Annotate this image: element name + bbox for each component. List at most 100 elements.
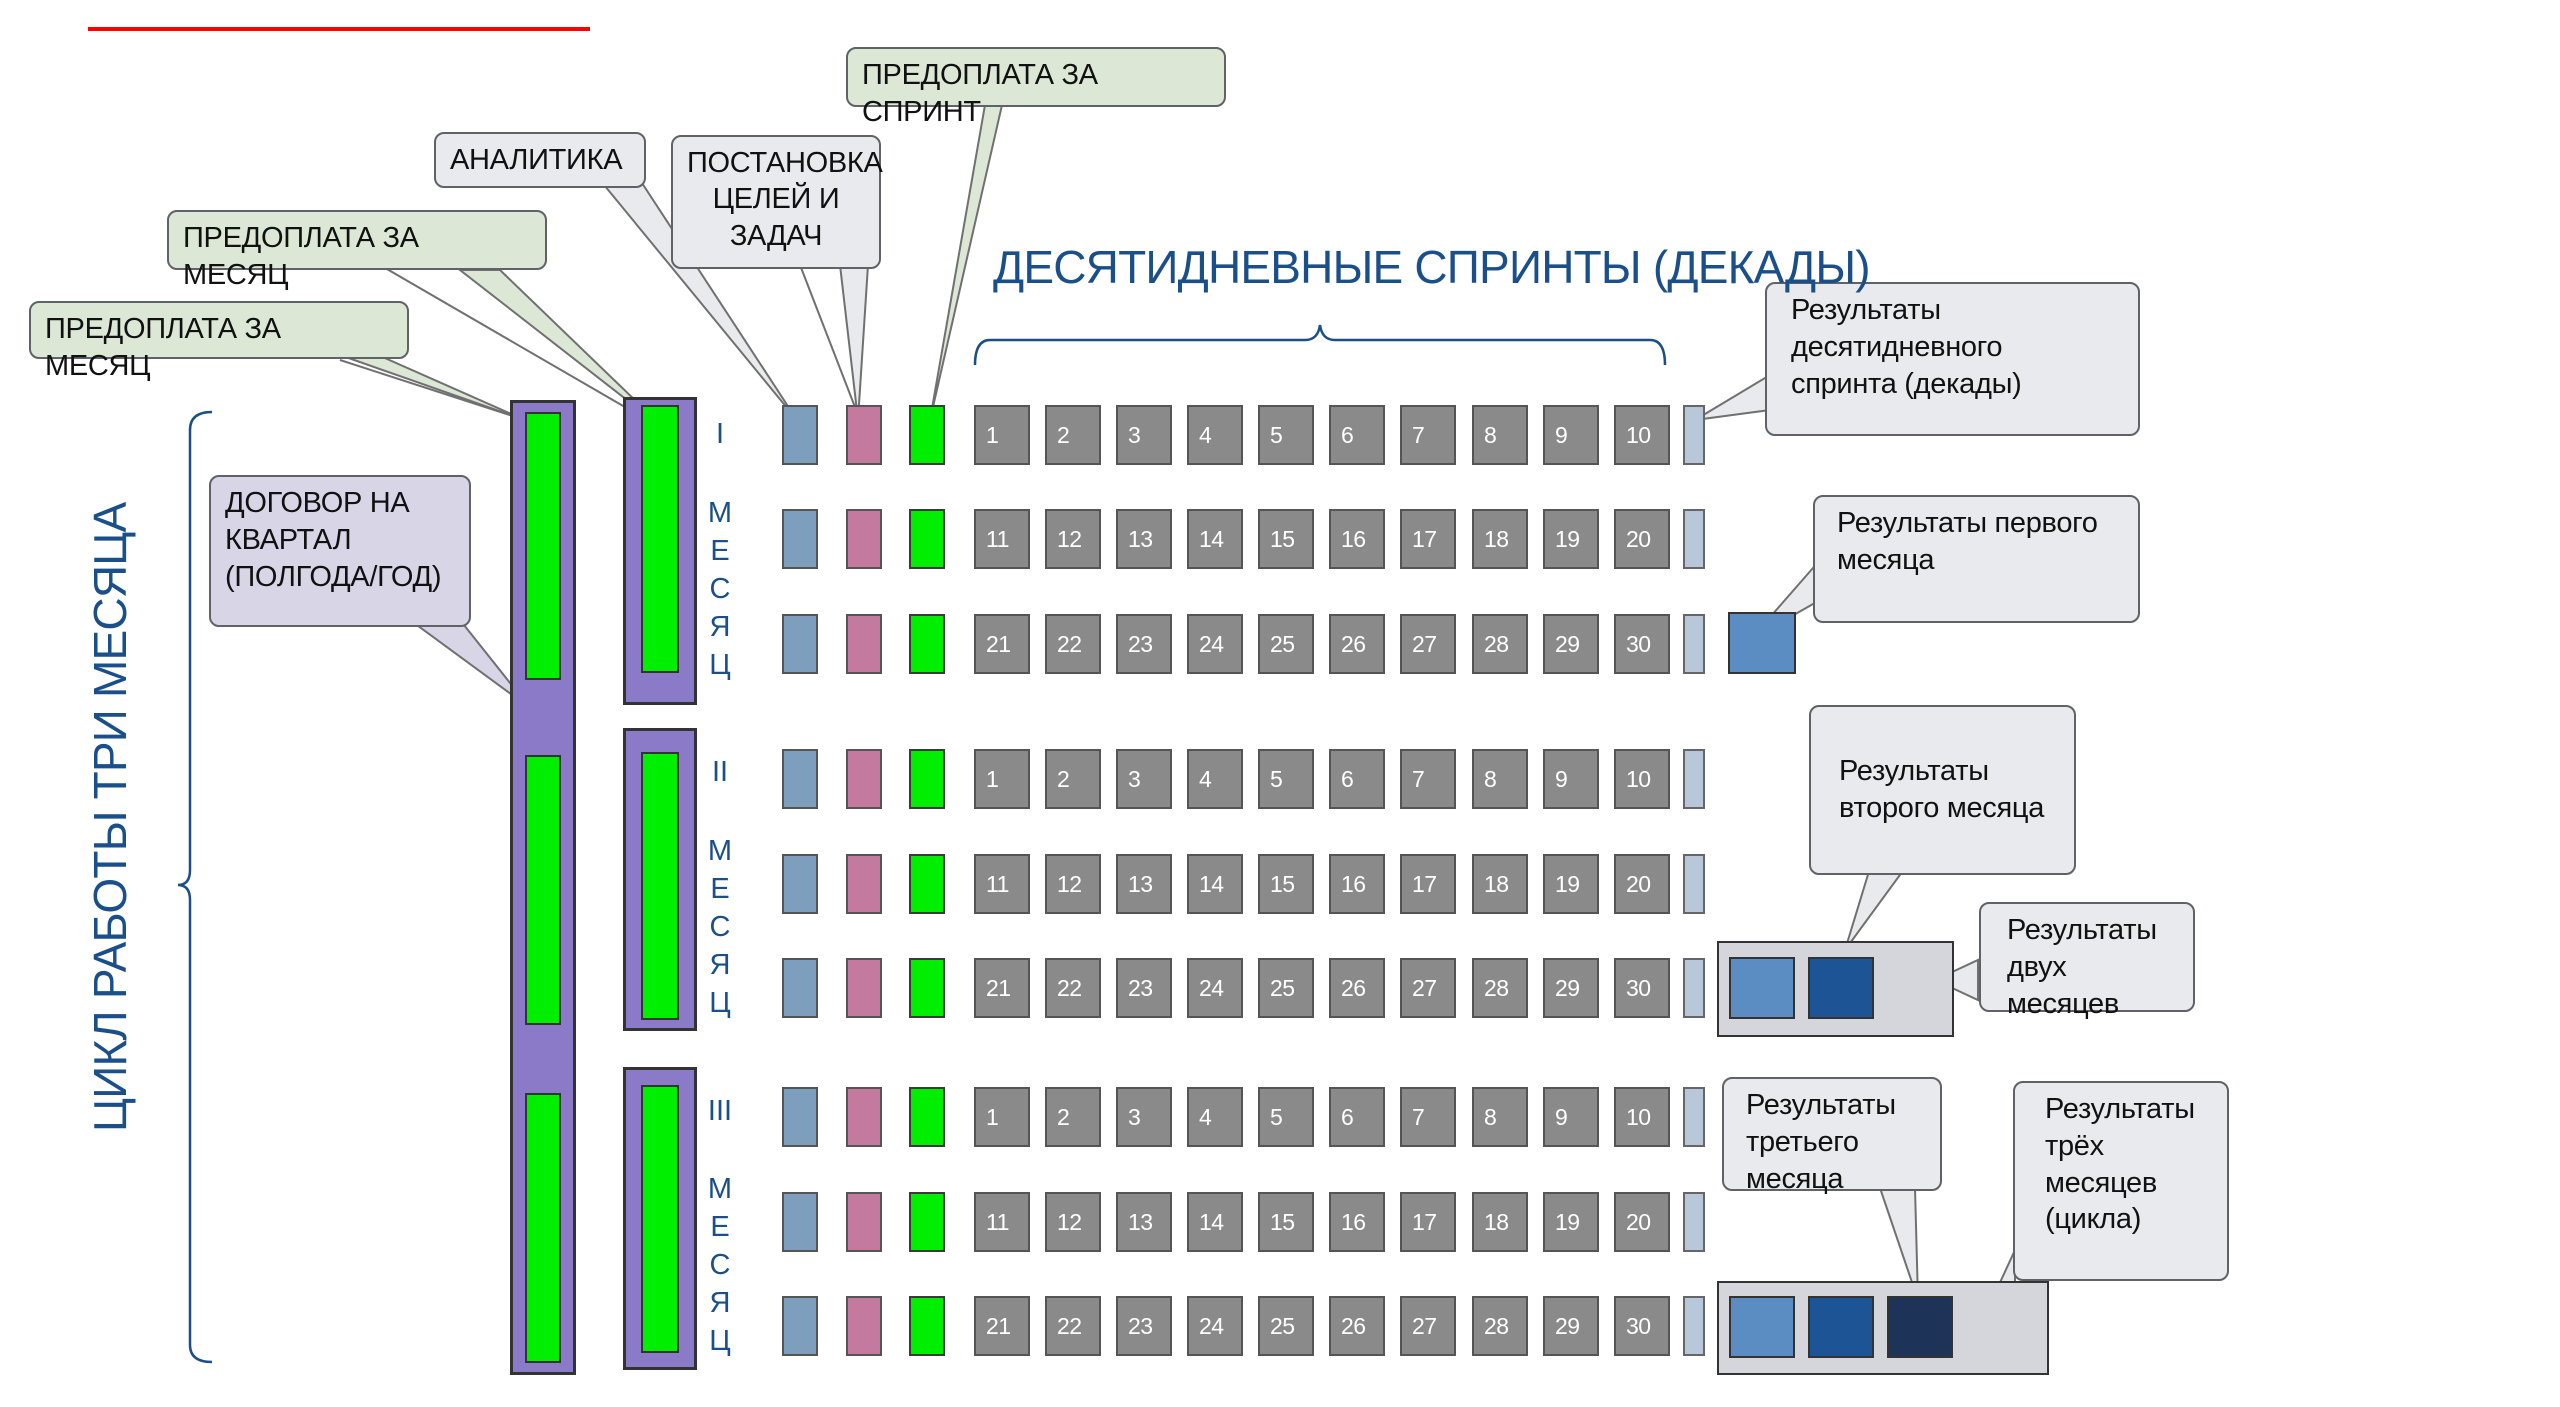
day-box: 13 — [1116, 509, 1172, 569]
day-box: 30 — [1614, 614, 1670, 674]
day-box: 23 — [1116, 614, 1172, 674]
goals-square — [846, 1087, 882, 1147]
sprint-result-bar — [1683, 958, 1705, 1018]
sprint-prepay-square — [909, 749, 945, 809]
quarter-prepay-month-3 — [525, 1093, 561, 1363]
day-box: 4 — [1187, 405, 1243, 465]
day-box: 2 — [1045, 1087, 1101, 1147]
month-2-prepay — [641, 752, 679, 1020]
day-box: 1 — [974, 405, 1030, 465]
day-box: 11 — [974, 854, 1030, 914]
day-box: 15 — [1258, 1192, 1314, 1252]
day-box: 30 — [1614, 958, 1670, 1018]
sprint-prepay-square — [909, 509, 945, 569]
day-box: 23 — [1116, 1296, 1172, 1356]
analytics-square — [782, 1296, 818, 1356]
day-box: 21 — [974, 614, 1030, 674]
day-box: 17 — [1400, 854, 1456, 914]
analytics-square — [782, 614, 818, 674]
day-box: 22 — [1045, 958, 1101, 1018]
day-box: 27 — [1400, 958, 1456, 1018]
month-3-numeral: III — [707, 1095, 733, 1127]
sprint-prepay-square — [909, 405, 945, 465]
sprint-result-bar — [1683, 509, 1705, 569]
cycle-brace — [177, 410, 213, 1364]
tail-prepay-month-2 — [457, 269, 669, 433]
tail-prepay-month-1 — [339, 354, 526, 421]
month-1-prepay — [641, 405, 679, 673]
quarter-prepay-month-1 — [525, 412, 561, 680]
day-box: 7 — [1400, 405, 1456, 465]
day-box: 8 — [1472, 1087, 1528, 1147]
goals-square — [846, 1296, 882, 1356]
day-box: 5 — [1258, 405, 1314, 465]
goals-square — [846, 405, 882, 465]
result-month-1-square — [1729, 957, 1795, 1019]
tail-res-second — [1844, 867, 1907, 951]
month-3-prepay — [641, 1085, 679, 1353]
day-box: 16 — [1329, 1192, 1385, 1252]
day-box: 18 — [1472, 509, 1528, 569]
day-box: 16 — [1329, 509, 1385, 569]
day-box: 5 — [1258, 1087, 1314, 1147]
day-box: 18 — [1472, 854, 1528, 914]
day-box: 26 — [1329, 958, 1385, 1018]
day-box: 16 — [1329, 854, 1385, 914]
sprint-result-bar — [1683, 1296, 1705, 1356]
analytics-square — [782, 405, 818, 465]
callout-res-first: Результаты первого месяца — [1813, 495, 2140, 623]
sprint-result-bar — [1683, 1192, 1705, 1252]
day-box: 2 — [1045, 405, 1101, 465]
sprint-prepay-square — [909, 1087, 945, 1147]
sprint-brace — [973, 324, 1667, 366]
day-box: 24 — [1187, 1296, 1243, 1356]
day-box: 3 — [1116, 1087, 1172, 1147]
section-title: ДЕСЯТИДНЕВНЫЕ СПРИНТЫ (ДЕКАДЫ) — [993, 241, 1871, 293]
sprint-result-bar — [1683, 749, 1705, 809]
day-box: 20 — [1614, 509, 1670, 569]
day-box: 25 — [1258, 958, 1314, 1018]
callout-analytics: АНАЛИТИКА — [434, 132, 646, 188]
day-box: 9 — [1543, 749, 1599, 809]
day-box: 11 — [974, 1192, 1030, 1252]
day-box: 22 — [1045, 1296, 1101, 1356]
day-box: 25 — [1258, 614, 1314, 674]
tail-res-sprint — [1694, 373, 1771, 421]
day-box: 17 — [1400, 509, 1456, 569]
sprint-prepay-square — [909, 958, 945, 1018]
goals-square — [846, 614, 882, 674]
sprint-prepay-square — [909, 1296, 945, 1356]
day-box: 13 — [1116, 854, 1172, 914]
day-box: 14 — [1187, 509, 1243, 569]
callout-res-sprint: Результаты десятидневного спринта (декад… — [1765, 282, 2140, 436]
quarter-prepay-month-2 — [525, 755, 561, 1025]
day-box: 18 — [1472, 1192, 1528, 1252]
goals-square — [846, 749, 882, 809]
day-box: 12 — [1045, 509, 1101, 569]
tail-goals — [838, 264, 870, 421]
day-box: 7 — [1400, 1087, 1456, 1147]
day-box: 1 — [974, 1087, 1030, 1147]
month-1-numeral: I — [715, 418, 725, 450]
result-cycle-month-1-square — [1729, 1296, 1795, 1358]
callout-prepay-month-2: ПРЕДОПЛАТА ЗА МЕСЯЦ — [167, 210, 547, 291]
callout-res-three: Результаты трёх месяцев (цикла) — [2013, 1081, 2229, 1281]
day-box: 14 — [1187, 1192, 1243, 1252]
day-box: 19 — [1543, 854, 1599, 914]
day-box: 9 — [1543, 405, 1599, 465]
day-box: 24 — [1187, 614, 1243, 674]
goals-square — [846, 854, 882, 914]
callout-goals: ПОСТАНОВКА ЦЕЛЕЙ И ЗАДАЧ — [671, 135, 883, 269]
day-box: 21 — [974, 1296, 1030, 1356]
day-box: 2 — [1045, 749, 1101, 809]
analytics-square — [782, 958, 818, 1018]
day-box: 17 — [1400, 1192, 1456, 1252]
result-cycle-month-3-square — [1887, 1296, 1953, 1358]
day-box: 26 — [1329, 614, 1385, 674]
day-box: 20 — [1614, 854, 1670, 914]
day-box: 13 — [1116, 1192, 1172, 1252]
goals-square — [846, 1192, 882, 1252]
callout-contract: ДОГОВОР НА КВАРТАЛ (ПОЛГОДА/ГОД) — [209, 475, 471, 627]
result-cycle-month-2-square — [1808, 1296, 1874, 1358]
